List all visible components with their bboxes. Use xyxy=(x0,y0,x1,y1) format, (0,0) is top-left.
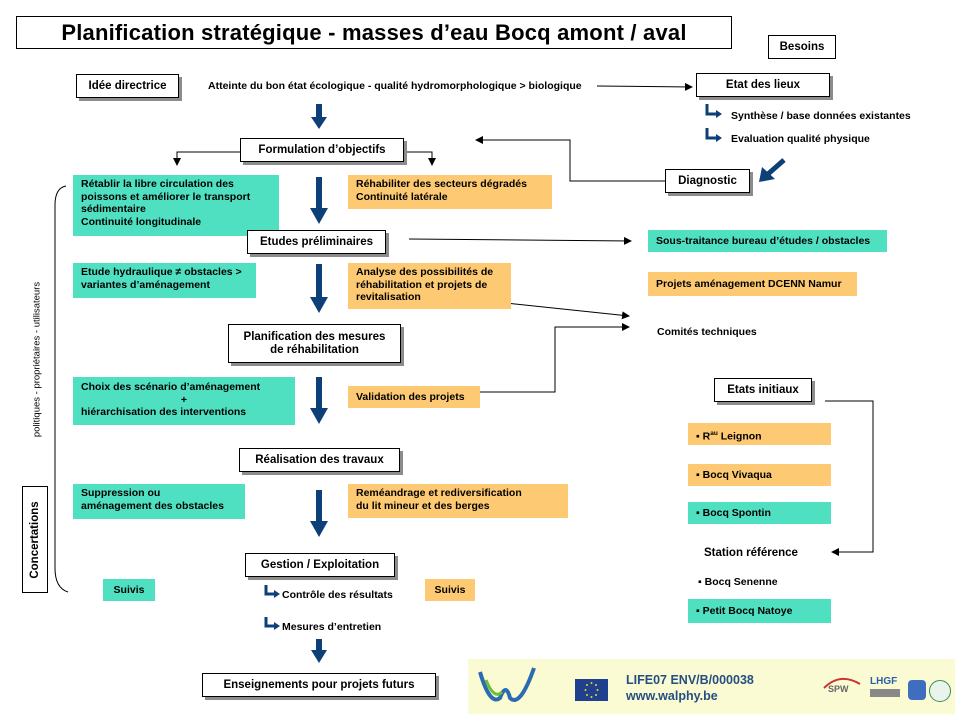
spw-logo: SPW xyxy=(820,672,864,706)
concertations-label: Concertations xyxy=(29,500,41,579)
besoins-box: Besoins xyxy=(768,35,836,59)
leignon-box: ▪ Rau Leignon xyxy=(688,423,831,445)
bocq-senenne-text: ▪ Bocq Senenne xyxy=(698,576,778,588)
etude-hydraulique-box: Etude hydraulique ≠ obstacles > variante… xyxy=(73,263,256,298)
mesures-text: Mesures d’entretien xyxy=(282,621,382,633)
arrow-to-etat-des-lieux xyxy=(596,82,693,91)
bocq-vivaqua-box: ▪ Bocq Vivaqua xyxy=(688,464,831,486)
l-arrow-synthese xyxy=(705,104,718,116)
projets-dcenn-box: Projets aménagement DCENN Namur xyxy=(648,272,857,296)
partner-logo-2 xyxy=(929,680,951,702)
arrow-etats-to-station xyxy=(825,400,874,556)
leignon-name: Leignon xyxy=(717,430,762,443)
evaluation-text: Evaluation qualité physique xyxy=(731,133,870,145)
footer-banner xyxy=(468,659,955,714)
plus-sign: + xyxy=(180,393,188,406)
eu-flag-icon xyxy=(575,679,608,701)
realisation-box: Réalisation des travaux xyxy=(239,448,400,472)
etats-initiaux-box: Etats initiaux xyxy=(714,378,812,402)
objectif-continuite-longitudinale: Rétablir la libre circulation des poisso… xyxy=(73,175,279,236)
petit-bocq-natoye-box: ▪ Petit Bocq Natoye xyxy=(688,599,831,623)
suivis-right-box: Suivis xyxy=(425,579,475,601)
choix-line: Choix des scénario d’aménagement xyxy=(81,381,261,393)
atteinte-text: Atteinte du bon état écologique - qualit… xyxy=(208,80,582,92)
hierarchisation-line: hiérarchisation des interventions xyxy=(81,406,247,418)
down-arrow-6 xyxy=(311,639,327,663)
lhgf-text: LHGF xyxy=(870,676,898,687)
gestion-box: Gestion / Exploitation xyxy=(245,553,395,577)
etudes-preliminaires-box: Etudes préliminaires xyxy=(247,230,386,254)
down-arrow-1 xyxy=(311,104,327,129)
l-arrow-evaluation xyxy=(705,128,718,140)
partner-logo-1 xyxy=(908,680,926,700)
arrow-formulation-right xyxy=(404,151,436,166)
side-label: politiques - propriétaires - utilisateur… xyxy=(31,281,43,438)
idee-directrice-box: Idée directrice xyxy=(76,74,179,98)
down-arrow-4 xyxy=(310,377,328,424)
down-arrow-3 xyxy=(310,264,328,313)
enseignements-box: Enseignements pour projets futurs xyxy=(202,673,436,697)
planification-box: Planification des mesures de réhabilitat… xyxy=(228,324,401,363)
formulation-box: Formulation d’objectifs xyxy=(240,138,404,162)
life-code: LIFE07 ENV/B/000038 xyxy=(626,673,754,687)
lhgf-logo: LHGF xyxy=(870,676,904,704)
comites-techniques-text: Comités techniques xyxy=(657,326,757,338)
arrow-etudes-to-soustraitance xyxy=(408,236,632,245)
arrow-formulation-left xyxy=(173,151,240,166)
bocq-spontin-box: ▪ Bocq Spontin xyxy=(688,502,831,524)
leignon-prefix: ▪ R xyxy=(696,430,711,443)
walphy-url[interactable]: www.walphy.be xyxy=(626,689,718,703)
objectif-continuite-laterale: Réhabiliter des secteurs dégradés Contin… xyxy=(348,175,552,209)
page-title: Planification stratégique - masses d’eau… xyxy=(16,16,732,49)
spw-text: SPW xyxy=(828,684,849,694)
l-arrow-mesures xyxy=(264,617,276,628)
remeandrage-box: Reméandrage et rediversification du lit … xyxy=(348,484,568,518)
synthese-text: Synthèse / base données existantes xyxy=(731,110,911,122)
analyse-box: Analyse des possibilités de réhabilitati… xyxy=(348,263,511,309)
arrow-diagnostic-to-formulation xyxy=(475,136,665,182)
suppression-box: Suppression ou aménagement des obstacles xyxy=(73,484,245,519)
diag-arrow-shaft xyxy=(766,158,786,176)
down-arrow-5 xyxy=(310,490,328,537)
controle-text: Contrôle des résultats xyxy=(282,589,393,601)
diagnostic-box: Diagnostic xyxy=(665,169,750,193)
suivis-left-box: Suivis xyxy=(103,579,155,601)
leignon-sup: au xyxy=(710,430,718,437)
walphy-logo xyxy=(478,667,536,702)
sous-traitance-box: Sous-traitance bureau d’études / obstacl… xyxy=(648,230,887,252)
l-arrow-controle xyxy=(264,585,276,596)
station-reference-text: Station référence xyxy=(704,547,798,559)
validation-projets-box: Validation des projets xyxy=(348,386,480,408)
arrow-validation-to-comites xyxy=(480,323,630,393)
etat-des-lieux-box: Etat des lieux xyxy=(696,73,830,97)
diag-arrow-head xyxy=(759,167,775,182)
left-bracket xyxy=(54,185,69,593)
concertations-box: Concertations xyxy=(22,486,48,593)
choix-scenario-box: Choix des scénario d’aménagement + hiéra… xyxy=(73,377,295,425)
down-arrow-2 xyxy=(310,177,328,224)
